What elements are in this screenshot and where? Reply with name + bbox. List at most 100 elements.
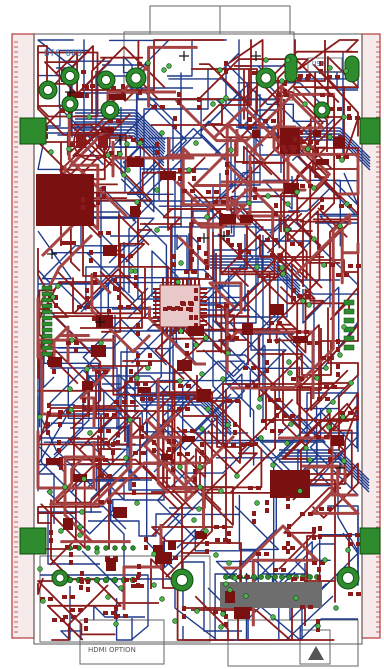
smd-pad bbox=[316, 435, 321, 439]
smd-pad bbox=[224, 61, 228, 66]
smd-pad bbox=[144, 545, 148, 550]
ic-pin bbox=[170, 278, 172, 285]
via bbox=[81, 476, 87, 482]
bottom-trace bbox=[302, 286, 340, 353]
component-pad bbox=[153, 545, 163, 552]
label-top-right: USB bbox=[312, 60, 325, 68]
smd-pad bbox=[102, 186, 106, 191]
via bbox=[118, 585, 124, 591]
bottom-trace bbox=[102, 351, 139, 415]
via bbox=[341, 324, 347, 330]
smd-pad bbox=[152, 448, 156, 453]
smd-pad bbox=[71, 241, 76, 245]
via bbox=[339, 157, 345, 163]
smd-pad bbox=[184, 270, 189, 274]
smd-pad bbox=[152, 105, 157, 109]
smd-pad bbox=[312, 535, 316, 540]
smd-pad bbox=[106, 429, 111, 433]
smd-pad bbox=[245, 442, 250, 446]
via bbox=[279, 265, 285, 271]
smd-pad bbox=[138, 90, 142, 95]
via bbox=[77, 524, 83, 530]
component-pad bbox=[188, 326, 204, 336]
through-hole-drill bbox=[260, 72, 272, 84]
bottom-trace bbox=[47, 367, 132, 419]
smd-pad bbox=[281, 145, 286, 149]
smd-pad bbox=[308, 140, 313, 144]
via bbox=[37, 566, 43, 572]
via bbox=[117, 151, 123, 157]
smd-pad bbox=[63, 241, 68, 245]
smd-pad bbox=[171, 307, 176, 311]
smd-pad bbox=[251, 366, 256, 370]
bottom-trace bbox=[263, 541, 313, 575]
top-wide-trace bbox=[338, 163, 360, 196]
smd-pad bbox=[329, 107, 334, 111]
via bbox=[280, 271, 286, 277]
smd-pad bbox=[48, 295, 52, 300]
strip-pad bbox=[41, 327, 53, 333]
bottom-trace bbox=[261, 412, 326, 473]
top-trace bbox=[317, 95, 348, 238]
ic-pin bbox=[153, 320, 160, 322]
smd-pad bbox=[348, 411, 353, 415]
via bbox=[121, 172, 127, 178]
smd-pad bbox=[205, 265, 209, 270]
smd-pad bbox=[89, 250, 93, 255]
top-trace bbox=[73, 410, 179, 478]
smd-pad bbox=[275, 405, 279, 410]
smd-pad bbox=[347, 116, 352, 120]
via bbox=[159, 596, 165, 602]
via bbox=[159, 130, 165, 136]
smd-pad bbox=[291, 149, 296, 153]
smd-pad bbox=[47, 403, 51, 408]
polarity-marks bbox=[47, 51, 345, 473]
via bbox=[225, 422, 231, 428]
component-pad bbox=[63, 518, 73, 530]
smd-pad bbox=[177, 92, 181, 97]
smd-pad bbox=[348, 542, 353, 546]
via bbox=[154, 227, 160, 233]
strip-pad bbox=[343, 317, 355, 324]
smd-pad bbox=[60, 241, 65, 245]
top-trace bbox=[310, 462, 359, 519]
smd-pad bbox=[112, 413, 117, 417]
smd-pad bbox=[206, 190, 211, 194]
smd-pad bbox=[108, 119, 113, 123]
smd-pad bbox=[252, 519, 256, 524]
strip-pad bbox=[41, 351, 53, 357]
smd-pad bbox=[328, 457, 332, 462]
top-trace bbox=[219, 178, 329, 276]
smd-pad bbox=[320, 205, 324, 210]
top-trace bbox=[112, 334, 199, 437]
via bbox=[134, 199, 140, 205]
smd-pad bbox=[339, 204, 344, 208]
smd-pad bbox=[186, 384, 191, 388]
via bbox=[348, 380, 354, 386]
label-top-left: BTC 000 bbox=[44, 49, 82, 59]
via bbox=[145, 365, 151, 371]
smd-pad bbox=[71, 615, 76, 619]
strip-pad bbox=[343, 308, 355, 315]
smd-pad bbox=[347, 106, 351, 111]
via bbox=[333, 605, 339, 611]
component-pad bbox=[316, 159, 329, 165]
component-pad bbox=[195, 531, 207, 539]
top-wide-trace bbox=[132, 417, 187, 450]
smd-pad bbox=[172, 262, 176, 267]
component-pad bbox=[284, 183, 299, 194]
smd-pad bbox=[355, 116, 360, 120]
bottom-bus-trace bbox=[75, 112, 166, 144]
via bbox=[302, 101, 308, 107]
smd-pad bbox=[46, 422, 50, 427]
smd-pad bbox=[305, 77, 310, 81]
bottom-trace bbox=[71, 79, 138, 164]
top-trace bbox=[73, 268, 143, 329]
via bbox=[67, 386, 73, 392]
component-pad bbox=[101, 127, 114, 133]
smd-pad bbox=[356, 542, 361, 546]
component-pad bbox=[182, 436, 195, 442]
through-hole-drill bbox=[105, 105, 115, 115]
smd-pad bbox=[140, 426, 144, 431]
